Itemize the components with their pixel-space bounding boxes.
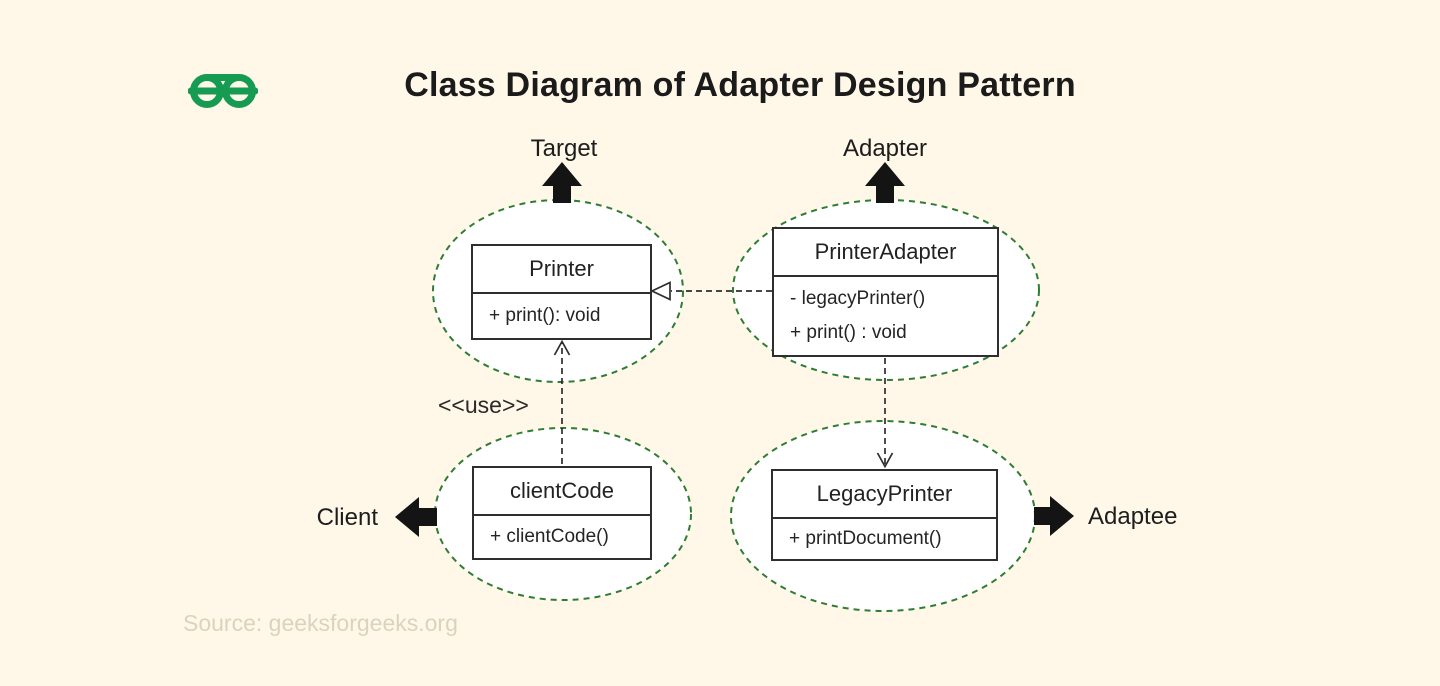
role-label-client: Client — [316, 504, 378, 531]
class-member: + clientCode() — [490, 526, 609, 547]
target-up-arrow-icon — [542, 162, 582, 203]
class-member: + printDocument() — [789, 528, 942, 549]
role-label-adapter: Adapter — [842, 135, 928, 162]
hollow-triangle-arrowhead-icon — [650, 281, 671, 301]
class-name-legacy-printer: LegacyPrinter — [773, 471, 996, 519]
class-box-printer-adapter: PrinterAdapter - legacyPrinter() + print… — [772, 227, 999, 357]
class-name-printer: Printer — [473, 246, 650, 294]
role-label-adaptee: Adaptee — [1088, 503, 1178, 530]
use-stereotype-label: <<use>> — [438, 392, 529, 418]
geeksforgeeks-logo-icon — [188, 74, 258, 108]
source-credit: Source: geeksforgeeks.org — [183, 610, 458, 636]
adapter-up-arrow-icon — [865, 162, 905, 203]
adaptee-right-arrow-icon — [1034, 496, 1074, 536]
class-member: - legacyPrinter() — [790, 288, 926, 310]
open-arrowhead-down-icon — [876, 452, 894, 469]
client-left-arrow-icon — [395, 497, 437, 537]
class-member: + print(): void — [489, 305, 601, 326]
role-label-target: Target — [530, 135, 598, 162]
class-name-client-code: clientCode — [474, 468, 650, 516]
class-box-printer: Printer + print(): void — [471, 244, 652, 340]
class-name-printer-adapter: PrinterAdapter — [774, 229, 997, 277]
class-box-legacy-printer: LegacyPrinter + printDocument() — [771, 469, 998, 561]
open-arrowhead-up-icon — [553, 339, 571, 356]
class-member: + print() : void — [790, 321, 907, 343]
page-title: Class Diagram of Adapter Design Pattern — [404, 66, 1076, 104]
class-box-client-code: clientCode + clientCode() — [472, 466, 652, 560]
